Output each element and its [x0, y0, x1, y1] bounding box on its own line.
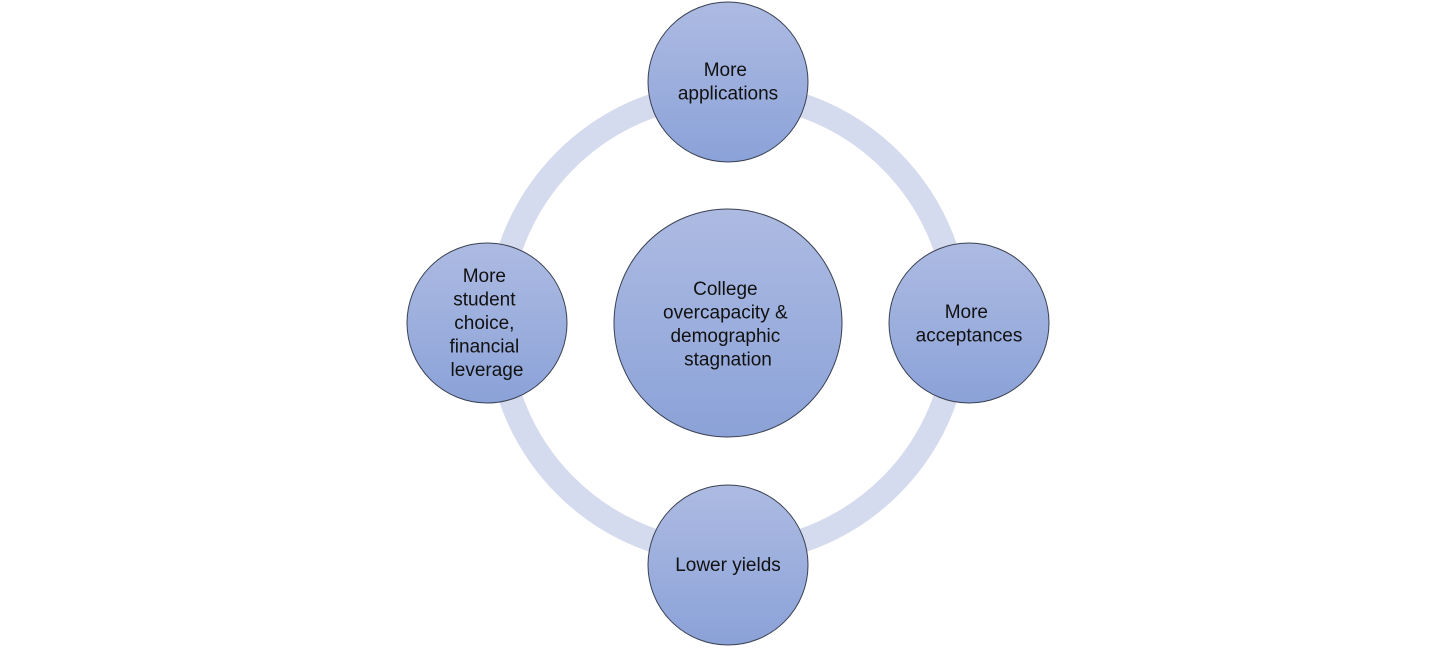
- svg-text:College overcapacity &: College overcapacity & demographic stagn…: [663, 279, 793, 371]
- node-left-line: More: [463, 266, 506, 287]
- node-left-line: choice,: [454, 313, 514, 334]
- node-right-line: acceptances: [916, 326, 1023, 347]
- svg-text:More applications: More applications: [678, 60, 778, 105]
- center-node-line: overcapacity &: [663, 303, 788, 324]
- center-node-line: demographic: [670, 326, 780, 347]
- node-top-circle: [647, 1, 809, 163]
- node-top-line: applications: [678, 84, 778, 105]
- node-right-line: More: [945, 302, 988, 323]
- node-bottom-line: Lower yields: [675, 555, 781, 576]
- node-left-circle: [406, 242, 568, 404]
- node-right-circle: [888, 242, 1050, 404]
- center-node: College overcapacity & demographic stagn…: [613, 208, 843, 438]
- node-right: More acceptances: [888, 242, 1050, 404]
- node-left-line: leverage: [451, 360, 524, 381]
- node-top: More applications: [647, 1, 809, 163]
- node-top-line: More: [704, 60, 747, 81]
- center-node-line: stagnation: [684, 350, 772, 371]
- center-node-line: College: [693, 279, 757, 300]
- svg-text:Lower yields: Lower yields: [675, 555, 781, 576]
- center-node-circle: [613, 208, 843, 438]
- node-bottom-circle: [647, 484, 809, 646]
- node-left-line: student: [453, 290, 516, 311]
- svg-text:More acceptances: More acceptances: [916, 302, 1023, 347]
- node-left: More student choice, financial leverage: [406, 242, 568, 404]
- node-left-line: financial: [450, 337, 520, 358]
- node-bottom: Lower yields: [647, 484, 809, 646]
- svg-text:More student choic: More student choice, financial leverage: [450, 266, 525, 381]
